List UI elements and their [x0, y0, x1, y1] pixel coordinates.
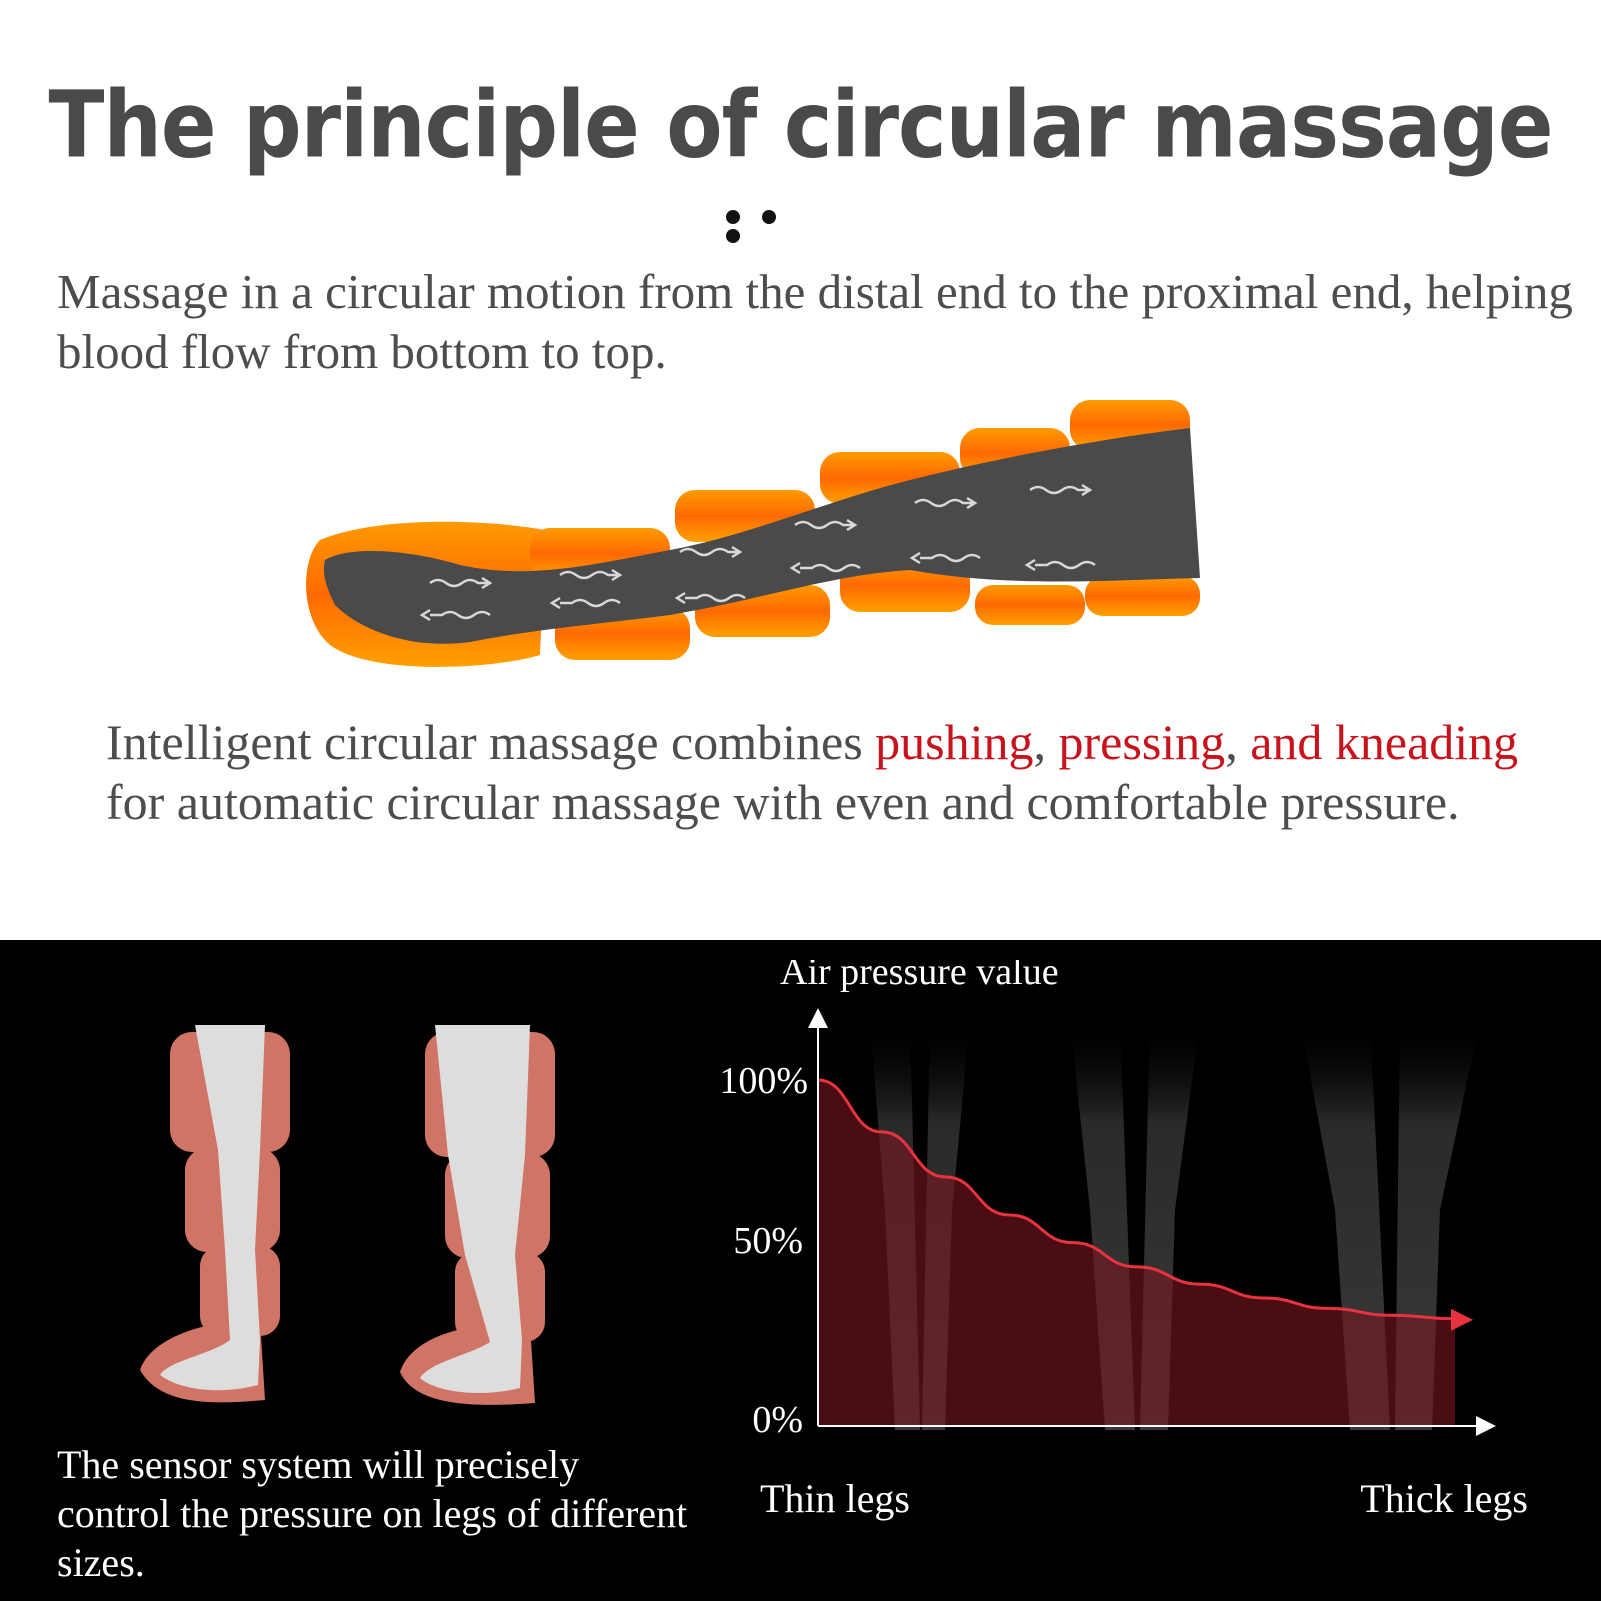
desc-sep2: ,: [1225, 714, 1251, 770]
y-axis-arrow-icon: [808, 1008, 828, 1028]
page-title: The principle of circular massage: [48, 72, 1554, 179]
desc-part1: Intelligent circular massage combines: [106, 714, 876, 770]
leg-massage-illustration: [306, 400, 1201, 667]
leg-sleeves-illustration: [140, 1025, 555, 1405]
y-tick-50: 50%: [733, 1220, 803, 1262]
x-axis-arrow-icon: [1476, 1416, 1496, 1436]
desc-sep1: ,: [1033, 714, 1059, 770]
top-panel: The principle of circular massage Massag…: [48, 72, 1573, 832]
x-label-thick: Thick legs: [1360, 1476, 1528, 1521]
pressure-area: [818, 1080, 1455, 1426]
highlight-pressing: pressing: [1058, 714, 1226, 770]
y-axis-label: Air pressure value: [780, 960, 1059, 993]
highlight-pushing: pushing: [875, 714, 1034, 770]
y-tick-100: 100%: [719, 1060, 808, 1102]
thin-leg-sleeve: [140, 1025, 290, 1403]
pressure-curve: [817, 1078, 1456, 1321]
separator-dots: [726, 210, 826, 243]
highlight-kneading: and kneading: [1250, 714, 1519, 770]
feature-description: Intelligent circular massage combines pu…: [106, 712, 1546, 832]
curve-arrowhead: [1451, 1308, 1473, 1331]
desc-part2: for automatic circular massage with even…: [106, 774, 1460, 830]
sensor-text: The sensor system will precisely control…: [57, 1442, 688, 1585]
y-tick-0: 0%: [752, 1399, 803, 1441]
x-label-thin: Thin legs: [760, 1476, 910, 1521]
pressure-chart: Air pressure value 100% 50% 0% Thin legs…: [719, 960, 1528, 1521]
thick-leg-sleeve: [400, 1025, 555, 1405]
intro-text: Massage in a circular motion from the di…: [57, 264, 1573, 379]
